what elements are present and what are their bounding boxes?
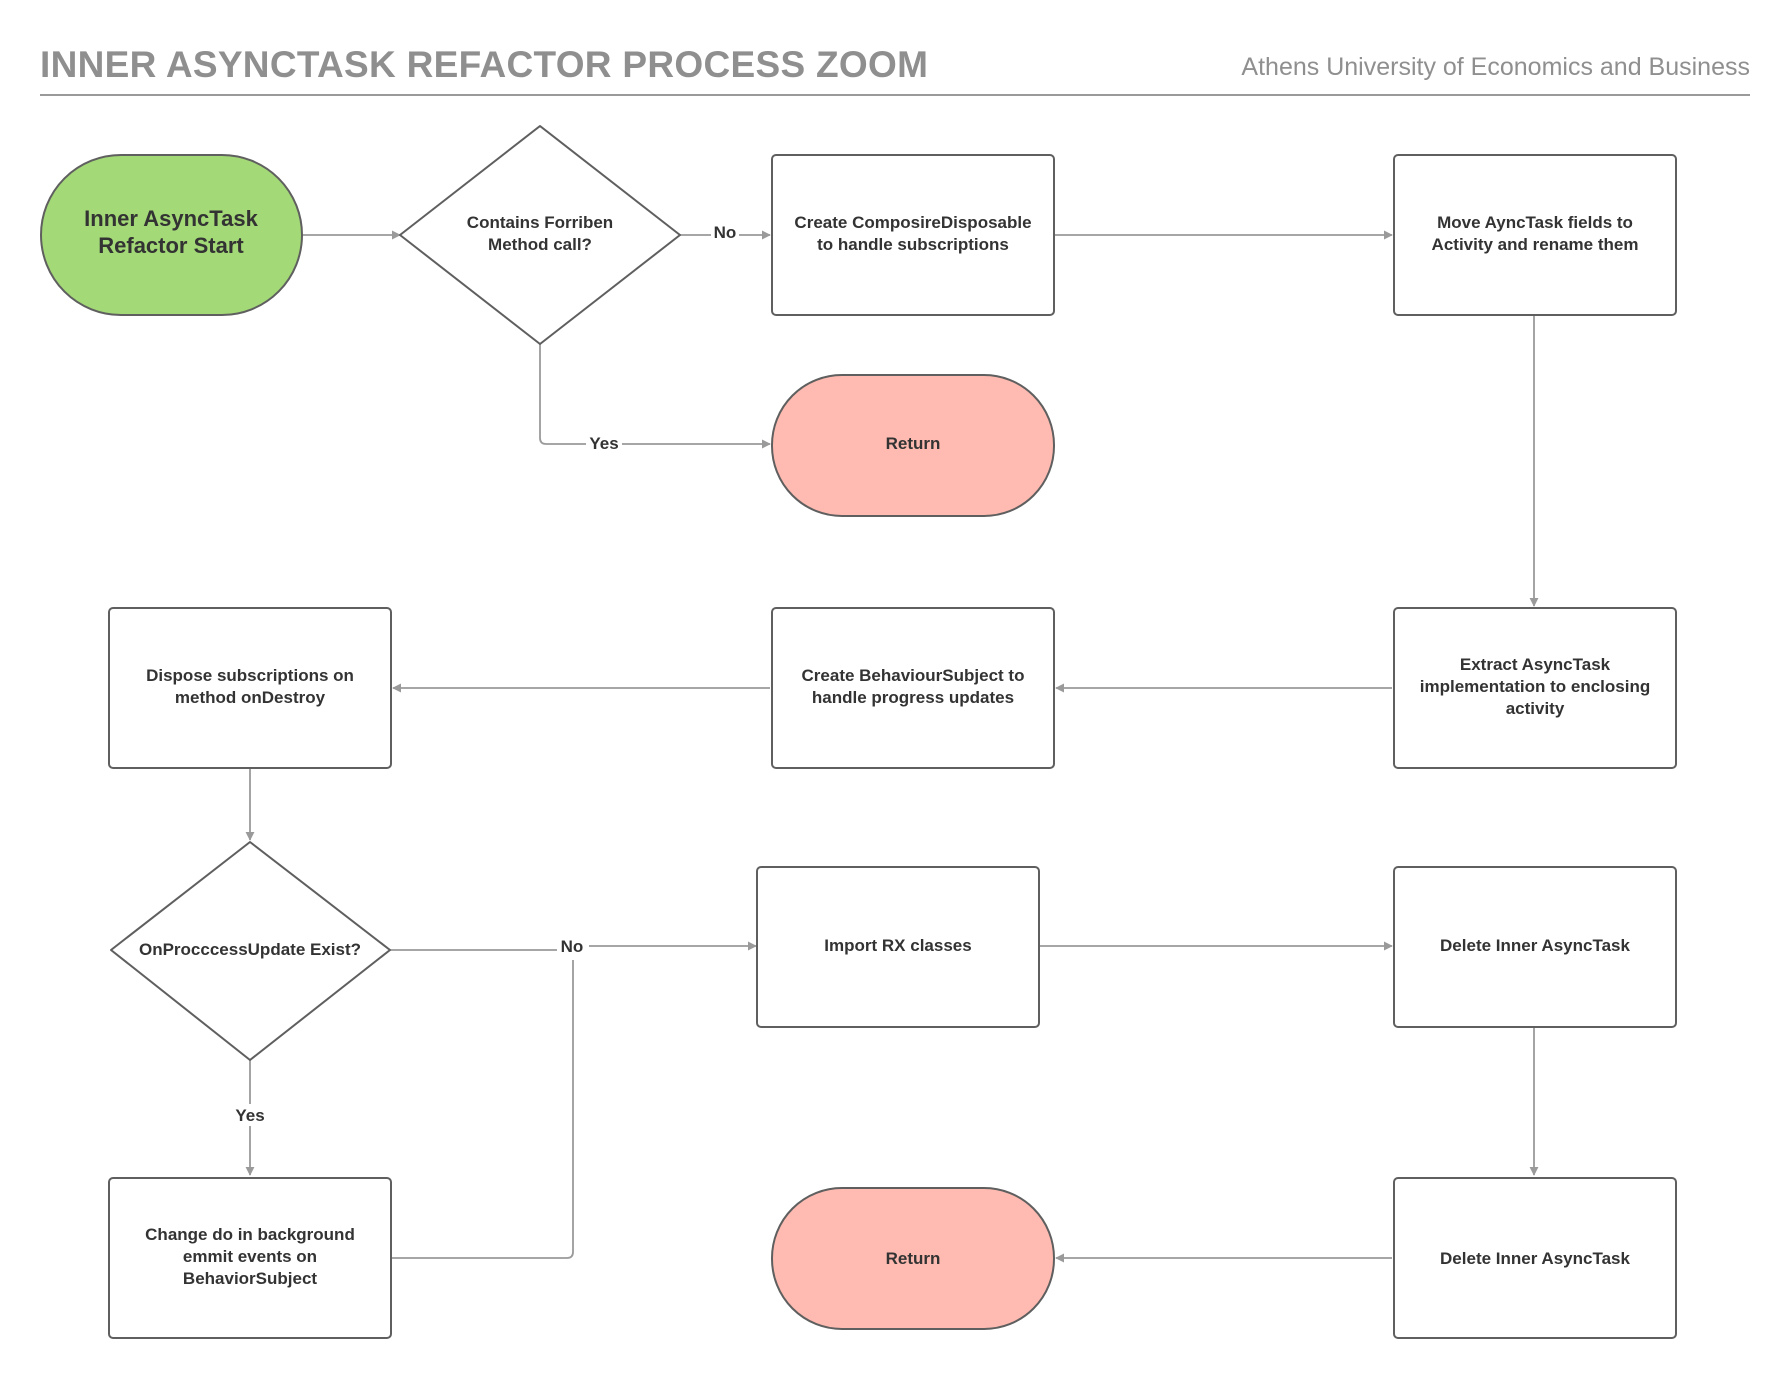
extract-impl-box — [1393, 607, 1677, 769]
decision-forbidden-shape — [399, 125, 681, 345]
dispose-subs-line-1: Dispose subscriptions on — [146, 666, 354, 685]
extract-impl-label: Extract AsyncTask implementation to encl… — [1420, 655, 1650, 718]
organization-label: Athens University of Economics and Busin… — [1241, 53, 1750, 81]
create-composite-label: Create ComposireDisposable to handle sub… — [794, 213, 1031, 254]
edge-decision-yes-to-return — [539, 343, 771, 449]
decision-progress-label: OnProcccessUpdate Exist? — [139, 940, 361, 959]
decision-forbidden-label: Contains Forriben Method call? — [467, 213, 613, 254]
create-composite-line-2: to handle subscriptions — [817, 235, 1009, 254]
header-divider — [40, 94, 1750, 96]
extract-impl-line-1: Extract AsyncTask — [1460, 655, 1611, 674]
edge-label-no-2: No — [561, 937, 584, 956]
return-bottom-terminal — [771, 1187, 1055, 1330]
change-bg-box — [108, 1177, 392, 1339]
return-bottom-label: Return — [886, 1249, 941, 1268]
dispose-subs-box — [108, 607, 392, 769]
delete-inner-1-label: Delete Inner AsyncTask — [1440, 936, 1630, 955]
return-top-label: Return — [886, 434, 941, 453]
create-behaviour-line-2: handle progress updates — [812, 688, 1014, 707]
change-bg-label: Change do in background emmit events on … — [145, 1225, 355, 1288]
return-top-terminal — [771, 374, 1055, 517]
delete-inner-1-box — [1393, 866, 1677, 1028]
edge-label-no-1: No — [714, 223, 737, 242]
create-behaviour-box — [771, 607, 1055, 769]
start-label-line-2: Refactor Start — [98, 233, 244, 258]
extract-impl-line-2: implementation to enclosing — [1420, 677, 1650, 696]
create-behaviour-line-1: Create BehaviourSubject to — [802, 666, 1025, 685]
create-behaviour-label: Create BehaviourSubject to handle progre… — [802, 666, 1025, 707]
start-terminal — [40, 154, 303, 316]
import-rx-label: Import RX classes — [824, 936, 971, 955]
extract-impl-line-3: activity — [1506, 699, 1565, 718]
change-bg-line-1: Change do in background — [145, 1225, 355, 1244]
import-rx-box — [756, 866, 1040, 1028]
edge-label-yes-2: Yes — [235, 1106, 264, 1125]
decision-forbidden-line-2: Method call? — [488, 235, 592, 254]
move-fields-label: Move AyncTask fields to Activity and ren… — [1432, 213, 1639, 254]
edges — [245, 230, 1539, 1263]
decision-forbidden-line-1: Contains Forriben — [467, 213, 613, 232]
change-bg-line-3: BehaviorSubject — [183, 1269, 317, 1288]
start-label-line-1: Inner AsyncTask — [84, 206, 258, 231]
delete-inner-2-box — [1393, 1177, 1677, 1339]
change-bg-line-2: emmit events on — [183, 1247, 317, 1266]
delete-inner-2-label: Delete Inner AsyncTask — [1440, 1249, 1630, 1268]
move-fields-box — [1393, 154, 1677, 316]
start-label: Inner AsyncTask Refactor Start — [84, 206, 258, 258]
edge-change-bg-to-join — [390, 960, 574, 1259]
decision-progress-shape — [110, 841, 391, 1061]
move-fields-line-2: Activity and rename them — [1432, 235, 1639, 254]
move-fields-line-1: Move AyncTask fields to — [1437, 213, 1633, 232]
dispose-subs-label: Dispose subscriptions on method onDestro… — [146, 666, 354, 707]
edge-label-yes-1: Yes — [589, 434, 618, 453]
page-title: INNER ASYNCTASK REFACTOR PROCESS ZOOM — [40, 44, 929, 85]
create-composite-line-1: Create ComposireDisposable — [794, 213, 1031, 232]
create-composite-box — [771, 154, 1055, 316]
dispose-subs-line-2: method onDestroy — [175, 688, 326, 707]
